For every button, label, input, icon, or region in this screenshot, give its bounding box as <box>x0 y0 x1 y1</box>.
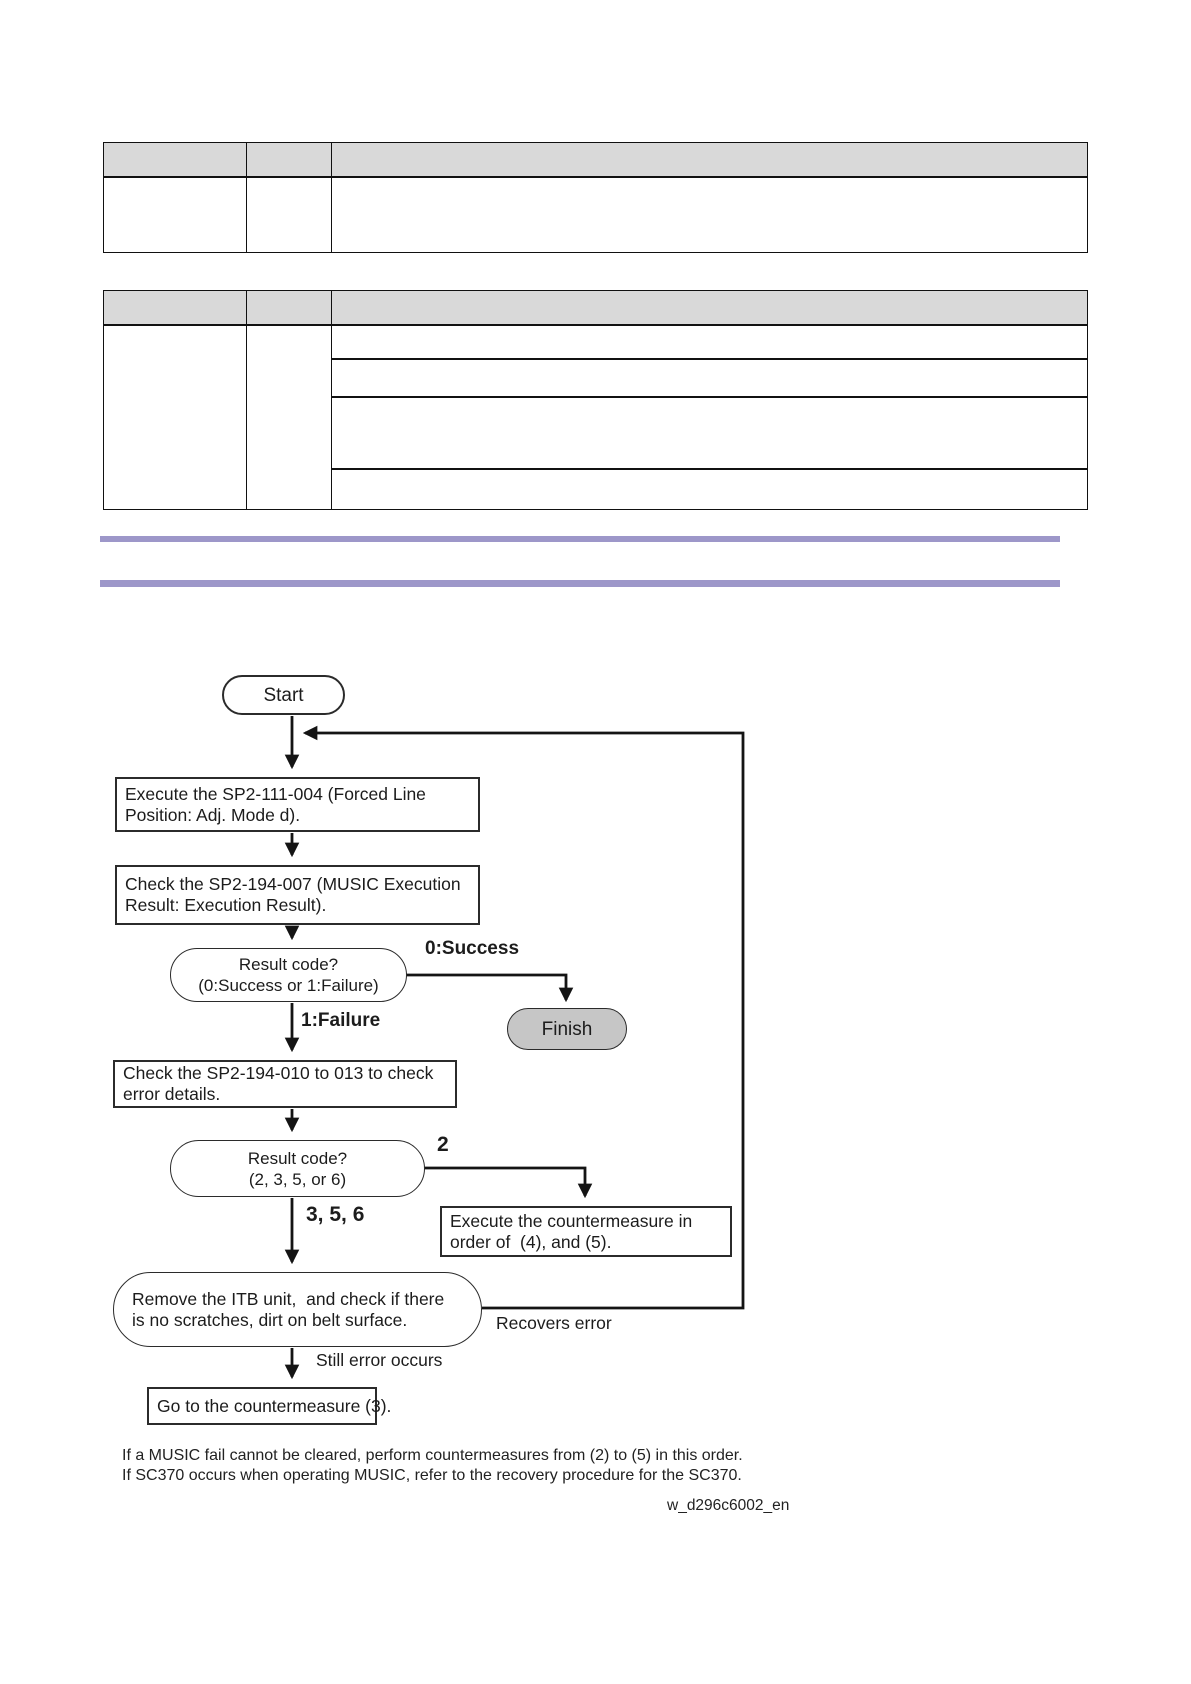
node-text-line: Go to the countermeasure (3). <box>157 1395 392 1416</box>
label-code-2: 2 <box>437 1133 449 1156</box>
node-check-sp2-194-010: Check the SP2-194-010 to 013 to check er… <box>113 1060 457 1108</box>
node-remove-itb-unit: Remove the ITB unit, and check if there … <box>113 1272 482 1347</box>
connector-recovers-feedback-loop <box>302 725 745 1310</box>
node-text-line: Result: Execution Result). <box>125 895 327 915</box>
connector-success-to-finish <box>406 973 574 1003</box>
label-code-3-5-6: 3, 5, 6 <box>306 1203 365 1226</box>
node-text-line: Result code? <box>247 1148 348 1168</box>
label-0-success: 0:Success <box>425 938 520 959</box>
table-2-col3-row-2 <box>332 360 1087 398</box>
node-text-line: error details. <box>123 1084 221 1104</box>
node-text-line: is no scratches, dirt on belt surface. <box>132 1309 408 1330</box>
node-text-line: (2, 3, 5, or 6) <box>248 1169 347 1189</box>
finish-label: Finish <box>541 1018 593 1040</box>
node-text-line: Result code? <box>238 955 339 974</box>
table-2-header-cell-1 <box>104 291 247 324</box>
table-2-body-cell-3 <box>332 326 1087 509</box>
label-recovers-error: Recovers error <box>496 1313 612 1333</box>
divider-top <box>100 536 1060 542</box>
figure-id: w_d296c6002_en <box>667 1497 790 1514</box>
table-1-body-row <box>104 178 1087 252</box>
node-text-line: Check the SP2-194-007 (MUSIC Execution <box>125 874 461 894</box>
node-text-line: (0:Success or 1:Failure) <box>198 976 379 995</box>
node-goto-countermeasure-3: Go to the countermeasure (3). <box>147 1387 392 1425</box>
node-decision-result-code-2: Result code? (2, 3, 5, or 6) <box>170 1140 425 1197</box>
label-still-error-occurs: Still error occurs <box>316 1350 443 1370</box>
table-2 <box>103 290 1088 510</box>
node-start: Start <box>222 675 345 715</box>
node-text-line: Execute the SP2-111-004 (Forced Line <box>125 783 426 804</box>
footer-note-2: If SC370 occurs when operating MUSIC, re… <box>122 1467 742 1484</box>
table-1 <box>103 142 1088 253</box>
table-2-header-cell-2 <box>247 291 332 324</box>
connector-code2-to-box4 <box>424 1166 593 1199</box>
node-countermeasure-4-5: Execute the countermeasure in order of (… <box>440 1206 732 1257</box>
node-text-line: Position: Adj. Mode d). <box>125 804 301 825</box>
node-decision-result-code-1: Result code? (0:Success or 1:Failure) <box>170 948 407 1002</box>
table-1-body-cell-1 <box>104 178 247 252</box>
footer-note-1: If a MUSIC fail cannot be cleared, perfo… <box>122 1447 743 1464</box>
node-text-line: Remove the ITB unit, and check if there <box>132 1288 445 1309</box>
table-1-header-cell-1 <box>104 143 247 176</box>
table-2-body-cell-2 <box>247 326 332 509</box>
divider-bottom <box>100 580 1060 587</box>
node-finish: Finish <box>507 1008 627 1050</box>
node-text-line: order of (4), and (5). <box>450 1231 612 1252</box>
table-2-body <box>104 326 1087 509</box>
label-1-failure: 1:Failure <box>301 1010 381 1031</box>
node-text-line: Check the SP2-194-010 to 013 to check <box>123 1063 434 1083</box>
table-1-body-cell-2 <box>247 178 332 252</box>
table-1-header-cell-2 <box>247 143 332 176</box>
table-2-body-cell-1 <box>104 326 247 509</box>
node-execute-sp2-111-004: Execute the SP2-111-004 (Forced Line Pos… <box>115 777 480 832</box>
table-1-header-row <box>104 143 1087 178</box>
node-text-line: Execute the countermeasure in <box>450 1210 693 1231</box>
table-2-col3-row-3 <box>332 398 1087 470</box>
table-2-col3-row-1 <box>332 326 1087 360</box>
node-check-sp2-194-007: Check the SP2-194-007 (MUSIC Execution R… <box>115 865 480 925</box>
start-label: Start <box>263 684 304 706</box>
table-2-header-row <box>104 291 1087 326</box>
